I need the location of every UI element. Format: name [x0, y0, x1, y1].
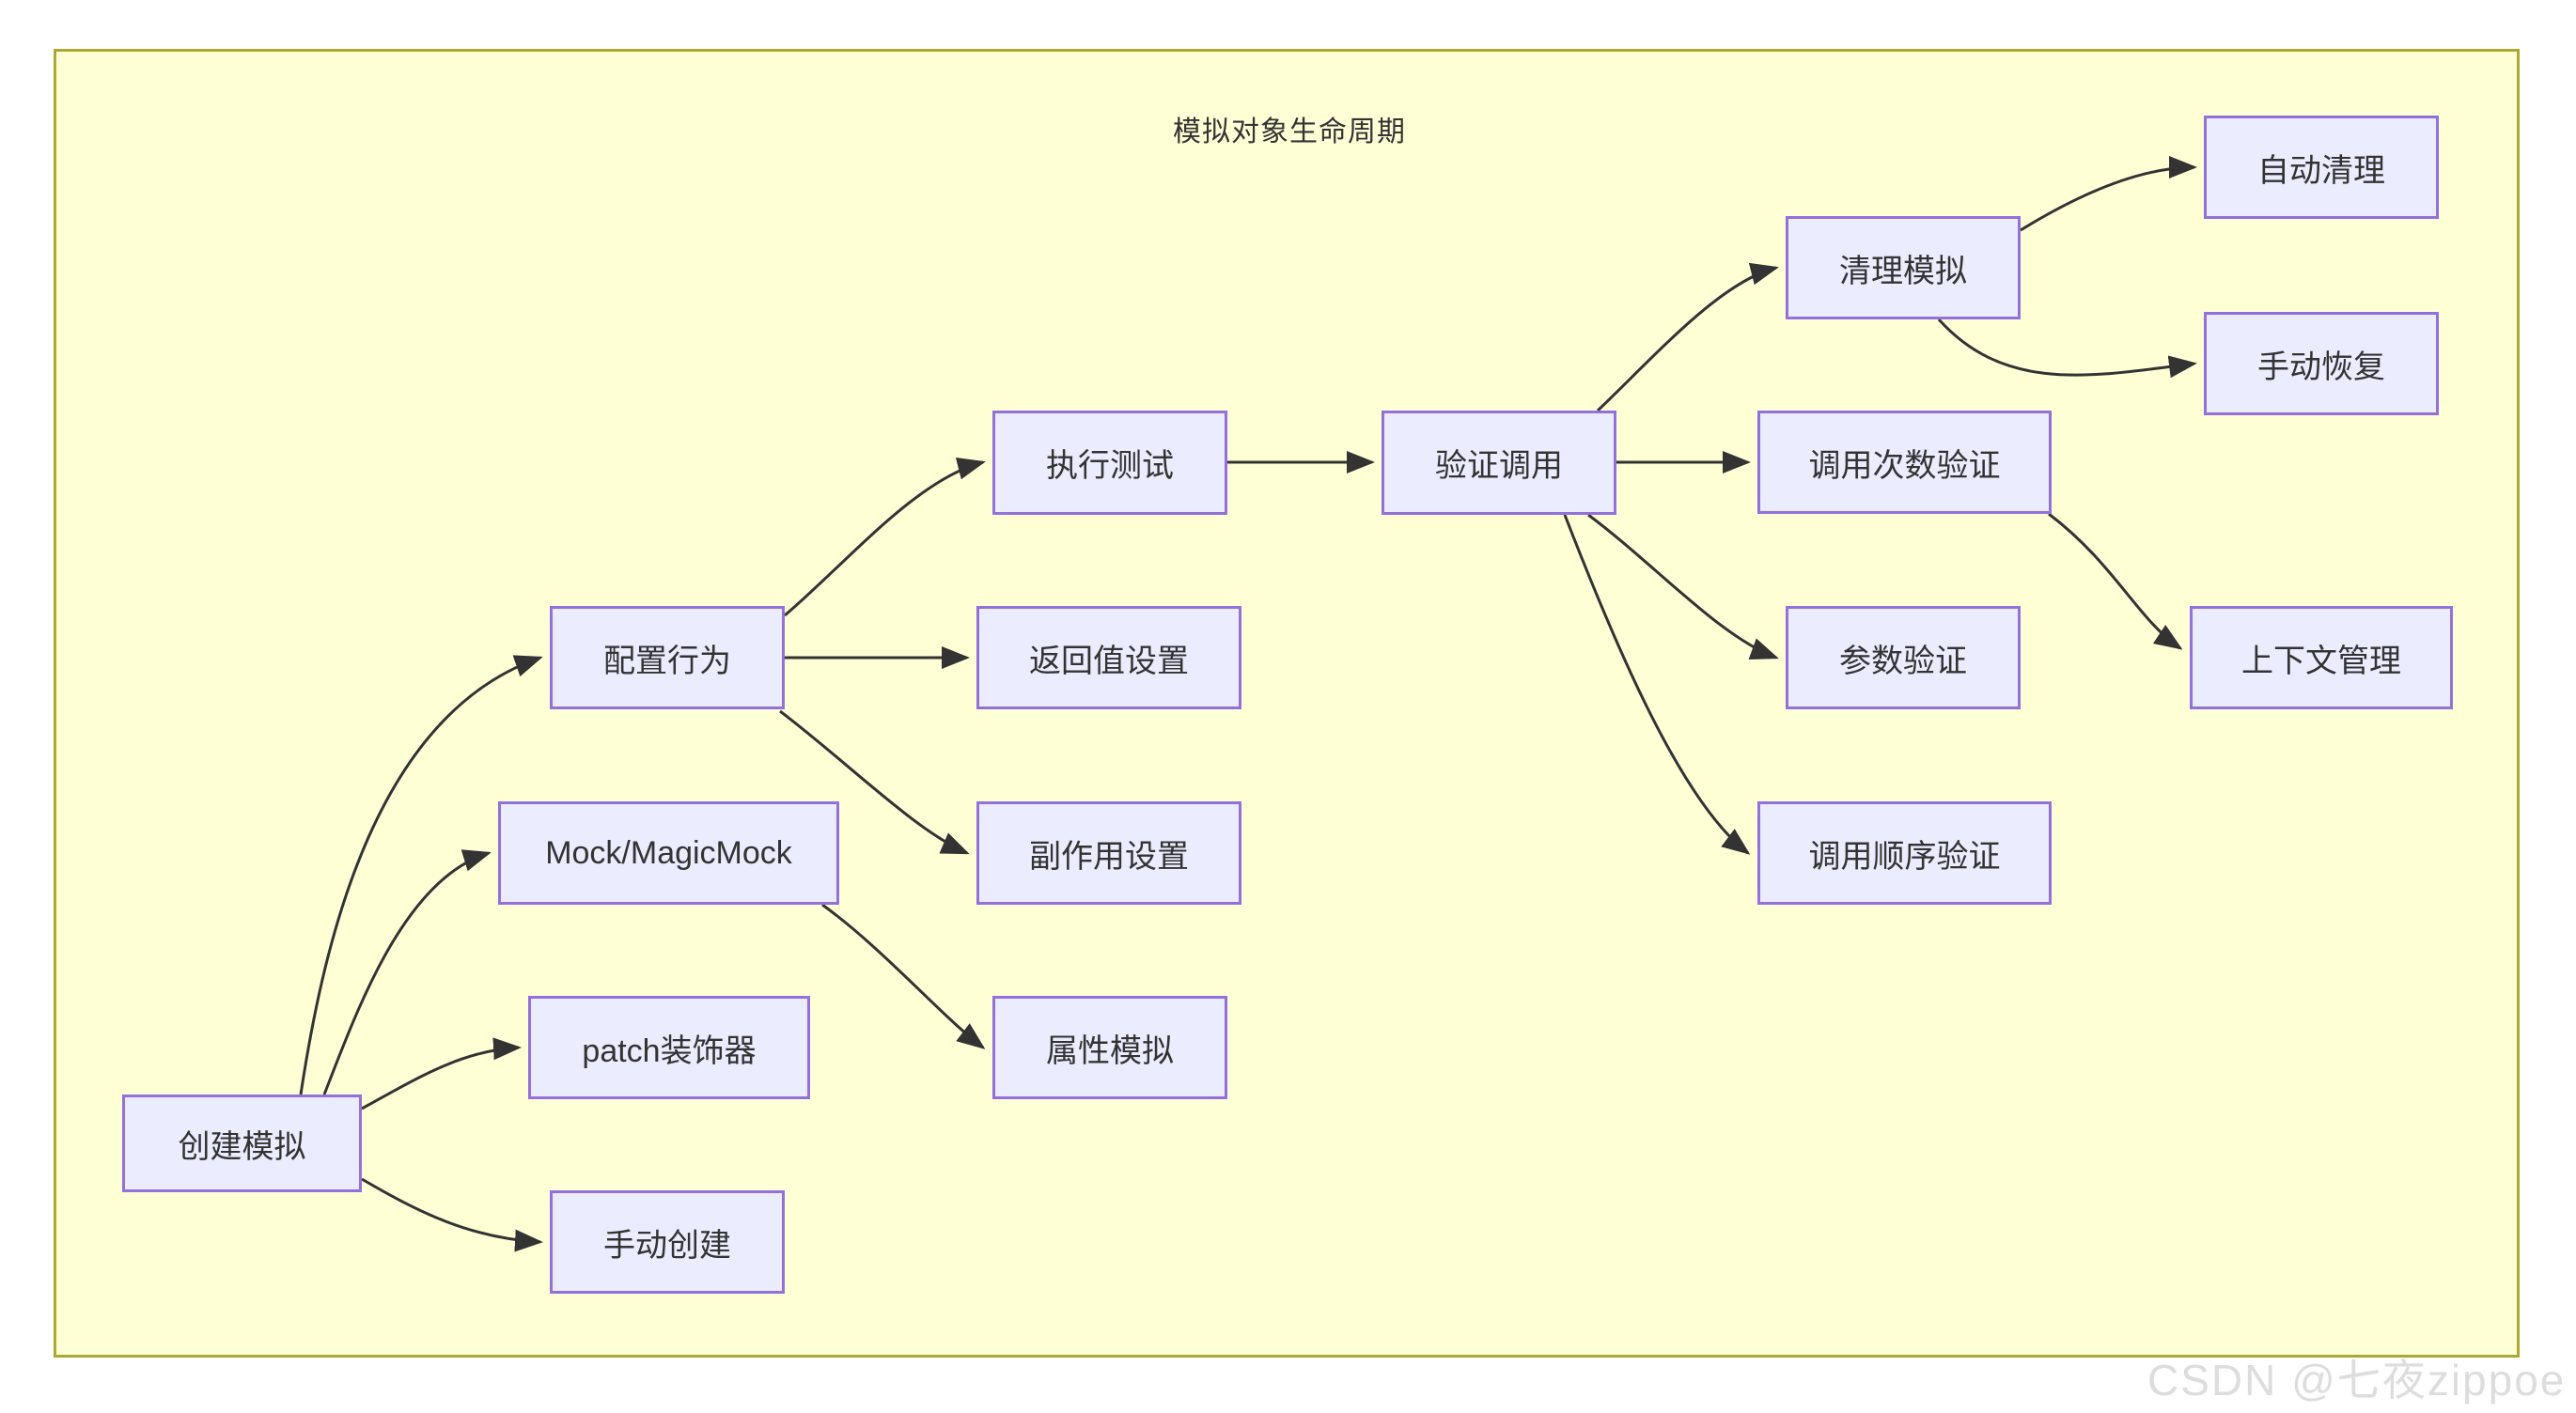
node-execute[interactable]: 执行测试	[992, 411, 1227, 515]
node-manualrestore[interactable]: 手动恢复	[2204, 312, 2439, 415]
node-retval[interactable]: 返回值设置	[976, 606, 1241, 709]
node-label: 副作用设置	[1029, 838, 1189, 875]
node-label: 验证调用	[1435, 448, 1563, 484]
node-attr[interactable]: 属性模拟	[992, 996, 1227, 1099]
node-label: 调用顺序验证	[1808, 838, 2001, 875]
diagram-frame: 模拟对象生命周期	[54, 49, 2520, 1358]
node-label: 参数验证	[1839, 643, 1967, 679]
node-label: 清理模拟	[1839, 253, 1967, 289]
node-configure[interactable]: 配置行为	[550, 606, 785, 709]
node-label: 配置行为	[603, 643, 731, 679]
node-manual[interactable]: 手动创建	[550, 1190, 785, 1294]
node-autoclean[interactable]: 自动清理	[2204, 116, 2439, 219]
node-label: 自动清理	[2257, 152, 2385, 189]
node-callorder[interactable]: 调用顺序验证	[1757, 801, 2052, 905]
node-label: Mock/MagicMock	[545, 834, 792, 871]
node-label: 返回值设置	[1029, 643, 1189, 679]
csdn-watermark: CSDN @七夜zippoe	[2147, 1356, 2567, 1405]
node-label: 执行测试	[1046, 448, 1174, 484]
node-label: 手动创建	[603, 1227, 731, 1264]
diagram-title: 模拟对象生命周期	[1173, 116, 1406, 148]
node-label: 调用次数验证	[1808, 447, 2001, 484]
node-context[interactable]: 上下文管理	[2190, 606, 2453, 709]
node-label: 属性模拟	[1046, 1033, 1174, 1069]
node-sideeffect[interactable]: 副作用设置	[976, 801, 1241, 905]
node-label: patch装饰器	[582, 1033, 757, 1069]
node-patch[interactable]: patch装饰器	[528, 996, 810, 1099]
node-create[interactable]: 创建模拟	[122, 1095, 362, 1192]
node-params[interactable]: 参数验证	[1786, 606, 2021, 709]
node-label: 创建模拟	[178, 1128, 306, 1165]
node-label: 手动恢复	[2257, 349, 2385, 385]
node-label: 上下文管理	[2241, 643, 2401, 679]
node-cleanup[interactable]: 清理模拟	[1786, 216, 2021, 319]
node-verify[interactable]: 验证调用	[1382, 411, 1616, 515]
node-callcount[interactable]: 调用次数验证	[1757, 411, 2052, 514]
node-mock[interactable]: Mock/MagicMock	[498, 801, 839, 905]
